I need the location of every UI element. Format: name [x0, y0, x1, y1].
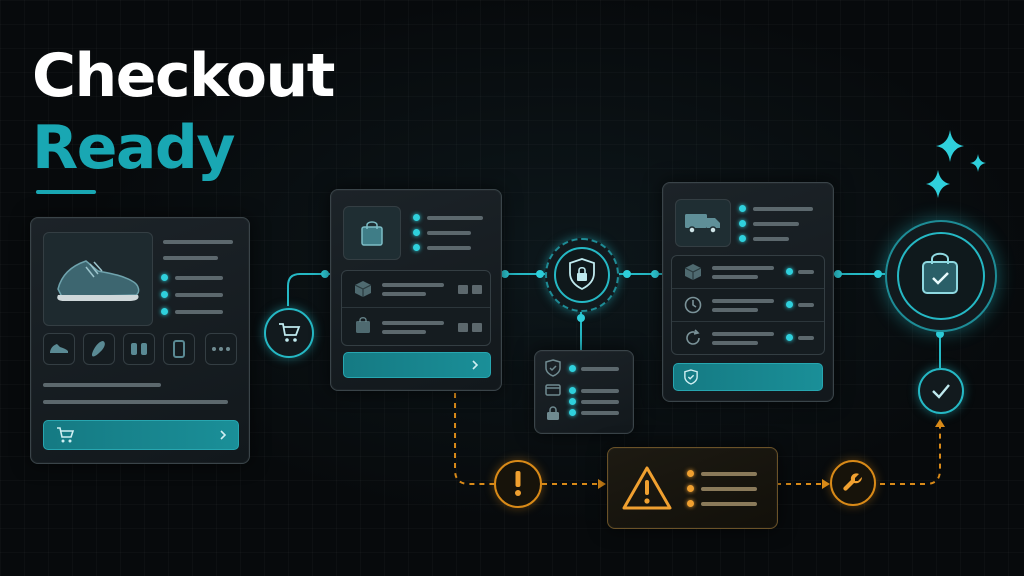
cart-node[interactable]	[264, 308, 314, 358]
add-to-cart-button[interactable]	[43, 420, 239, 450]
shipping-row[interactable]	[672, 322, 824, 354]
cart-item[interactable]	[342, 271, 490, 308]
sparkle-icon	[926, 130, 986, 198]
order-complete-node[interactable]	[885, 220, 997, 332]
cart-icon	[279, 323, 301, 342]
product-image	[43, 232, 153, 326]
shopping-bag-icon	[356, 317, 370, 333]
cart-card	[330, 189, 502, 391]
clock-icon	[684, 296, 702, 314]
security-node[interactable]	[545, 238, 619, 312]
shipping-row[interactable]	[672, 256, 824, 289]
sneaker-icon	[50, 344, 68, 353]
tag-icon	[173, 340, 185, 358]
wrench-icon	[843, 473, 862, 491]
proceed-button[interactable]	[343, 352, 491, 378]
thumb-sneaker[interactable]	[43, 333, 75, 365]
shipping-options-list	[671, 255, 825, 355]
thumb-tag[interactable]	[163, 333, 195, 365]
box-icon	[354, 281, 372, 297]
more-icon	[212, 347, 230, 351]
shipping-header-image	[675, 199, 731, 247]
cart-icon	[57, 427, 75, 443]
lock-icon	[547, 406, 559, 420]
cart-items-list	[341, 270, 491, 346]
shopping-bag-check-icon	[922, 252, 958, 294]
sneaker-icon	[57, 260, 140, 301]
shield-lock-icon	[569, 258, 595, 291]
credit-card-icon	[545, 384, 561, 396]
error-card	[607, 447, 778, 529]
refresh-icon	[686, 329, 700, 345]
pair-icon	[131, 343, 147, 355]
shipping-row[interactable]	[672, 289, 824, 322]
fix-node[interactable]	[830, 460, 876, 506]
shield-check-icon	[545, 359, 561, 377]
check-node[interactable]	[918, 368, 964, 414]
thumb-pair[interactable]	[123, 333, 155, 365]
shield-check-icon	[684, 369, 698, 385]
warning-triangle-icon	[622, 466, 672, 510]
shopping-bag-icon	[361, 221, 383, 246]
cart-header-image	[343, 206, 401, 260]
shipping-card	[662, 182, 834, 402]
cart-item[interactable]	[342, 308, 490, 344]
check-icon	[932, 384, 950, 399]
thumb-more[interactable]	[205, 333, 237, 365]
page-title: Checkout	[32, 41, 335, 111]
alert-circle-icon	[515, 471, 521, 496]
chevron-right-icon	[220, 430, 227, 440]
thumb-sole[interactable]	[83, 333, 115, 365]
page-subtitle: Ready	[32, 113, 235, 183]
title-underline	[36, 190, 96, 194]
secure-continue-button[interactable]	[673, 363, 823, 391]
truck-icon	[685, 214, 720, 234]
box-icon	[684, 264, 702, 280]
alert-node[interactable]	[494, 460, 542, 508]
chevron-right-icon	[472, 360, 479, 370]
security-card	[534, 350, 634, 434]
sole-icon	[92, 341, 105, 357]
product-card	[30, 217, 250, 464]
